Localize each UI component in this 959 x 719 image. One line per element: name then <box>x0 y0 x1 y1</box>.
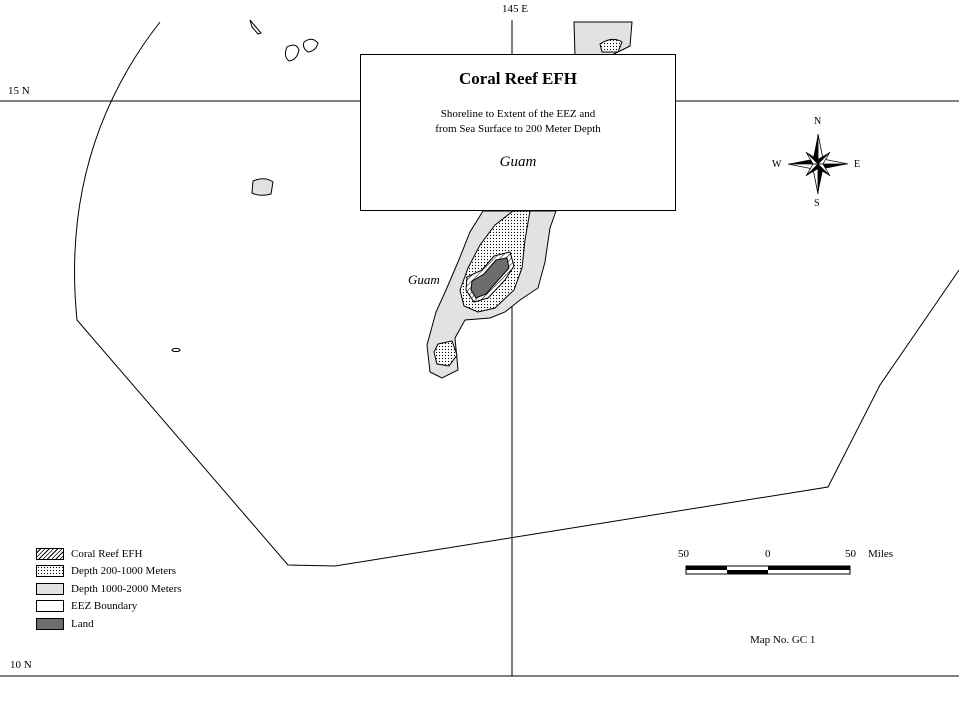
latitude-bottom-label: 10 N <box>10 659 32 671</box>
latitude-top-label: 15 N <box>8 85 30 97</box>
longitude-label: 145 E <box>502 3 528 15</box>
legend-swatch-hatched <box>36 547 64 560</box>
compass-north: N <box>814 116 822 127</box>
eez-boundary <box>74 21 959 567</box>
bank-west <box>251 178 274 196</box>
legend-label: EEZ Boundary <box>71 600 138 613</box>
island-northwest-1 <box>284 44 300 62</box>
title-box: Coral Reef EFH Shoreline to Extent of th… <box>360 54 676 211</box>
compass-east: E <box>854 159 861 170</box>
map-number: Map No. GC 1 <box>750 634 816 646</box>
map-region-name: Guam <box>499 154 537 170</box>
scale-label-left: 50 <box>678 548 689 560</box>
legend-label: Land <box>71 617 94 630</box>
legend-swatch-dark-gray <box>36 617 64 630</box>
subtitle-line-1: Shoreline to Extent of the EEZ and <box>440 108 596 120</box>
guam-land <box>470 257 510 299</box>
legend-item-depth-1000-2000: Depth 1000-2000 Meters <box>36 580 182 598</box>
compass-star-icon <box>787 133 849 195</box>
eez-boundary-east <box>943 210 959 283</box>
scale-bar <box>685 565 851 575</box>
map-subtitle: Shoreline to Extent of the EEZ and from … <box>361 107 675 137</box>
legend-item-coral-reef-efh: Coral Reef EFH <box>36 545 182 563</box>
legend-swatch-light-gray <box>36 582 64 595</box>
legend-swatch-dotted <box>36 565 64 578</box>
northern-depth-200-1000 <box>599 38 623 53</box>
legend-label: Depth 200-1000 Meters <box>71 565 177 578</box>
legend-swatch-white <box>36 600 64 613</box>
subtitle-line-2: from Sea Surface to 200 Meter Depth <box>435 123 601 135</box>
guam-island-label: Guam <box>408 272 440 287</box>
scale-label-right: 50 <box>845 548 856 560</box>
compass-rose: N S W E <box>772 116 864 212</box>
legend-item-land: Land <box>36 615 182 633</box>
southern-bank-200-1000 <box>433 340 458 367</box>
scale-label-center: 0 <box>765 548 771 560</box>
legend-label: Coral Reef EFH <box>71 547 143 560</box>
map-title: Coral Reef EFH <box>458 69 578 88</box>
legend-item-eez-boundary: EEZ Boundary <box>36 598 182 616</box>
compass-west: W <box>772 159 782 170</box>
island-northwest-2 <box>303 38 319 53</box>
scale-unit-label: Miles <box>868 548 894 560</box>
island-northwest-sliver <box>249 19 262 35</box>
compass-south: S <box>814 198 820 209</box>
legend-item-depth-200-1000: Depth 200-1000 Meters <box>36 563 182 581</box>
legend: Coral Reef EFH Depth 200-1000 Meters Dep… <box>36 545 182 633</box>
seamount-west <box>171 347 181 353</box>
legend-label: Depth 1000-2000 Meters <box>71 582 182 595</box>
